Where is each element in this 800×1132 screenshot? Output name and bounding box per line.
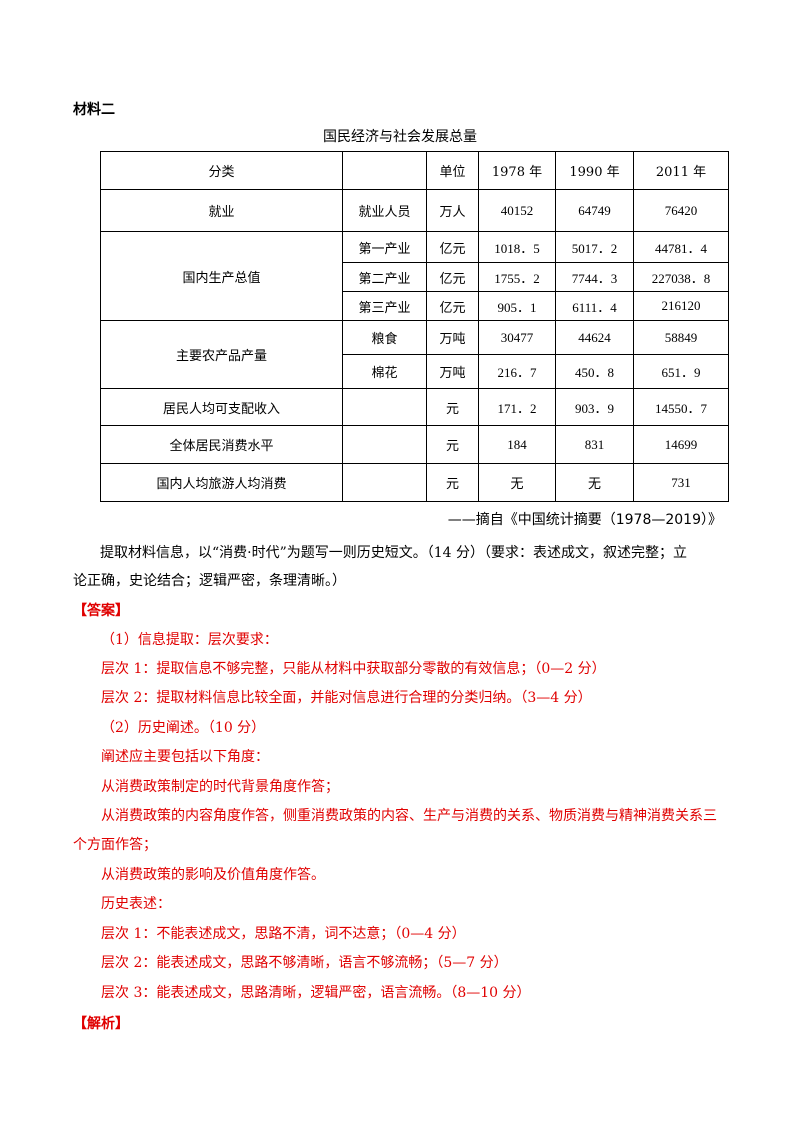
unit-cell: 元 <box>426 463 479 502</box>
subcategory-cell <box>342 463 427 502</box>
answer-line: 层次 1：不能表述成文，思路不清，词不达意；（0—4 分） <box>101 926 466 942</box>
table-row: 第三产业 亿元 905．1 6111．4 216120 <box>101 291 729 321</box>
source-citation: ——摘自《中国统计摘要（1978—2019）》 <box>447 512 722 528</box>
value-1978-cell: 171．2 <box>478 388 556 426</box>
answer-line: 层次 2：提取材料信息比较全面，并能对信息进行合理的分类归纳。（3—4 分） <box>101 690 592 706</box>
value-1990-cell: 450．8 <box>555 354 634 389</box>
unit-cell: 元 <box>426 425 479 464</box>
table-row: 全体居民消费水平 元 184 831 14699 <box>100 425 729 464</box>
subcategory-cell <box>342 388 427 426</box>
answer-line: 个方面作答； <box>73 837 157 853</box>
answer-line: （1）信息提取：层次要求： <box>101 632 278 648</box>
table-title: 国民经济与社会发展总量 <box>323 129 477 145</box>
unit-cell: 元 <box>426 388 479 426</box>
header-1990: 1990 年 <box>555 151 634 190</box>
table-header-row: 分类 单位 1978 年 1990 年 2011 年 <box>100 151 729 190</box>
unit-cell: 亿元 <box>426 291 479 321</box>
table-row: 国内生产总值 第一产业 亿元 1018．5 5017．2 44781．4 <box>100 231 729 321</box>
header-unit: 单位 <box>426 151 479 190</box>
value-2011-cell: 76420 <box>633 189 729 232</box>
value-1978-cell: 1018．5 <box>478 231 556 263</box>
table-row: 就业 就业人员 万人 40152 64749 76420 <box>100 189 729 232</box>
unit-cell: 万人 <box>426 189 479 232</box>
value-1990-cell: 无 <box>555 463 634 502</box>
value-2011-cell: 58849 <box>633 320 729 355</box>
table-row: 国内人均旅游人均消费 元 无 无 731 <box>100 463 729 502</box>
header-category: 分类 <box>100 151 343 190</box>
answer-line: 层次 3：能表述成文，思路清晰，逻辑严密，语言流畅。（8—10 分） <box>101 985 531 1001</box>
table-row: 第二产业 亿元 1755．2 7744．3 227038．8 <box>101 262 729 292</box>
subcategory-cell <box>342 425 427 464</box>
value-1990-cell: 6111．4 <box>555 291 634 321</box>
value-2011-cell: 227038．8 <box>633 262 729 292</box>
section-label: 材料二 <box>73 102 115 118</box>
subcategory-cell: 棉花 <box>342 354 427 389</box>
question-prompt-line-1: 提取材料信息，以“消费·时代”为题写一则历史短文。（14 分）（要求：表述成文，… <box>100 545 688 561</box>
value-1990-cell: 44624 <box>555 320 634 355</box>
statistics-table: 分类 单位 1978 年 1990 年 2011 年 就业 就业人员 万人 40… <box>100 151 729 502</box>
answer-line: 层次 1：提取信息不够完整，只能从材料中获取部分零散的有效信息；（0—2 分） <box>101 661 606 677</box>
answer-line: 层次 2：能表述成文，思路不够清晰，语言不够流畅；（5—7 分） <box>101 955 508 971</box>
question-prompt-line-2: 论正确，史论结合；逻辑严密，条理清晰。） <box>73 573 346 589</box>
answer-line: 从消费政策的影响及价值角度作答。 <box>101 867 325 883</box>
value-2011-cell: 14550．7 <box>633 388 729 426</box>
unit-cell: 万吨 <box>426 320 479 355</box>
unit-cell: 亿元 <box>426 231 479 263</box>
table-row: 居民人均可支配收入 元 171．2 903．9 14550．7 <box>100 388 729 426</box>
subcategory-cell: 第一产业 <box>342 231 427 263</box>
answer-line: 历史表述： <box>101 896 171 912</box>
value-1978-cell: 无 <box>478 463 556 502</box>
analysis-heading: 【解析】 <box>73 1016 129 1032</box>
value-1978-cell: 216．7 <box>478 354 556 389</box>
header-subcategory <box>342 151 427 190</box>
value-2011-cell: 731 <box>633 463 729 502</box>
value-1978-cell: 184 <box>478 425 556 464</box>
value-1990-cell: 64749 <box>555 189 634 232</box>
answer-line: （2）历史阐述。（10 分） <box>101 720 266 736</box>
category-cell: 国内人均旅游人均消费 <box>100 463 343 502</box>
subcategory-cell: 粮食 <box>342 320 427 355</box>
value-1978-cell: 1755．2 <box>478 262 556 292</box>
category-cell: 主要农产品产量 <box>100 320 343 389</box>
unit-cell: 亿元 <box>426 262 479 292</box>
answer-heading: 【答案】 <box>73 603 129 619</box>
category-cell: 全体居民消费水平 <box>100 425 343 464</box>
value-1990-cell: 903．9 <box>555 388 634 426</box>
value-1990-cell: 831 <box>555 425 634 464</box>
value-2011-cell: 651．9 <box>633 354 729 389</box>
answer-line: 从消费政策制定的时代背景角度作答； <box>101 779 339 795</box>
category-cell: 居民人均可支配收入 <box>100 388 343 426</box>
subcategory-cell: 就业人员 <box>342 189 427 232</box>
value-1978-cell: 905．1 <box>478 291 556 321</box>
value-2011-cell: 44781．4 <box>633 231 729 263</box>
category-cell: 国内生产总值 <box>100 231 343 321</box>
value-2011-cell: 216120 <box>633 291 729 321</box>
value-1990-cell: 5017．2 <box>555 231 634 263</box>
unit-cell: 万吨 <box>426 354 479 389</box>
category-cell: 就业 <box>100 189 343 232</box>
value-1978-cell: 40152 <box>478 189 556 232</box>
table-row: 主要农产品产量 粮食 万吨 30477 44624 58849 <box>100 320 729 389</box>
value-1990-cell: 7744．3 <box>555 262 634 292</box>
header-2011: 2011 年 <box>633 151 729 190</box>
answer-line: 从消费政策的内容角度作答，侧重消费政策的内容、生产与消费的关系、物质消费与精神消… <box>101 808 717 824</box>
value-1978-cell: 30477 <box>478 320 556 355</box>
value-2011-cell: 14699 <box>633 425 729 464</box>
header-1978: 1978 年 <box>478 151 556 190</box>
answer-line: 阐述应主要包括以下角度： <box>101 749 269 765</box>
table-row: 棉花 万吨 216．7 450．8 651．9 <box>101 354 729 389</box>
subcategory-cell: 第二产业 <box>342 262 427 292</box>
subcategory-cell: 第三产业 <box>342 291 427 321</box>
